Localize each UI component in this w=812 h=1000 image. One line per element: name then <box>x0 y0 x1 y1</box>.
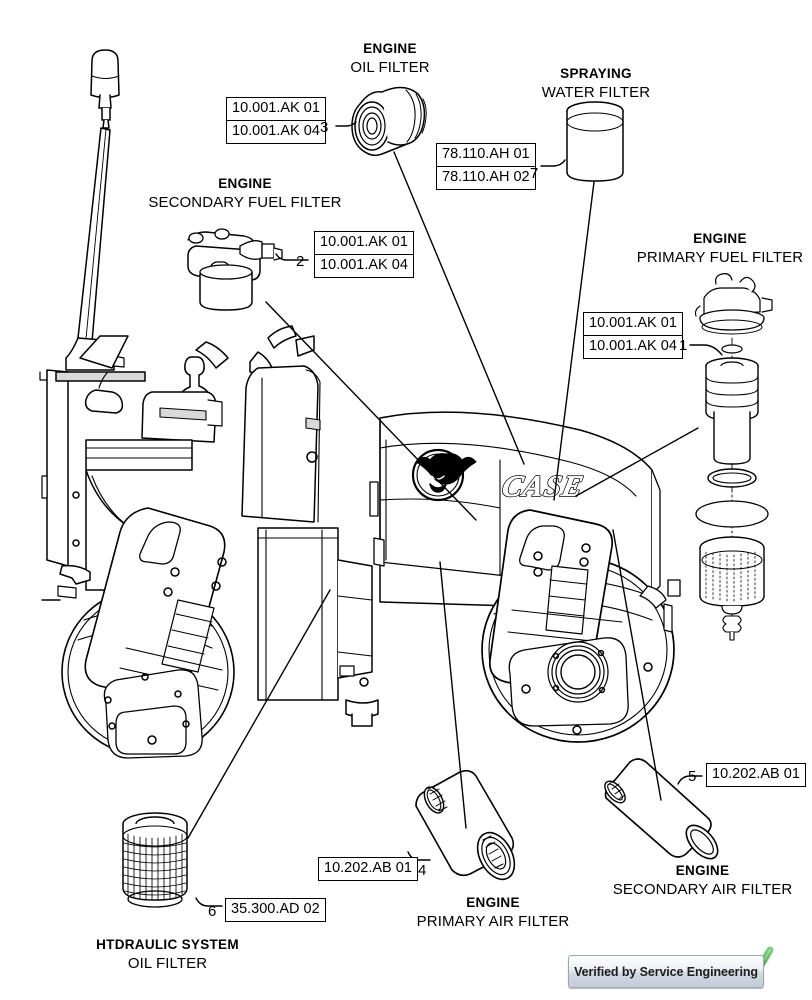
group-title-line1: HTDRAULIC SYSTEM <box>96 937 239 952</box>
item-index-6: 6 <box>208 903 217 920</box>
item-index-2: 2 <box>296 253 305 270</box>
group-title-line1: ENGINE <box>693 231 747 246</box>
item-index-4: 4 <box>418 862 427 879</box>
part-number: 78.110.AH 01 <box>437 144 535 167</box>
group-title-line1: ENGINE <box>363 41 417 56</box>
group-title-line2: SECONDARY AIR FILTER <box>612 880 793 898</box>
part-number: 10.202.AB 01 <box>707 764 805 787</box>
case-eagle-emblem <box>411 448 477 502</box>
group-title-hydraulic-oil-filter: HTDRAULIC SYSTEM OIL FILTER <box>50 936 285 974</box>
svg-text:CASE: CASE <box>499 469 587 503</box>
group-title-water-filter: SPRAYING WATER FILTER <box>510 65 682 103</box>
group-title-line2: OIL FILTER <box>127 954 208 972</box>
part-number: 10.001.AK 01 <box>227 98 325 121</box>
part-secondary-fuel-filter <box>187 228 283 311</box>
part-number-box-secondary-fuel-filter[interactable]: 10.001.AK 01 10.001.AK 04 <box>314 231 414 279</box>
part-number-box-primary-air-filter[interactable]: 10.202.AB 01 <box>318 857 418 882</box>
part-primary-air-filter <box>415 769 516 881</box>
part-primary-fuel-filter <box>694 273 773 641</box>
part-number-box-water-filter[interactable]: 78.110.AH 01 78.110.AH 02 <box>436 143 536 191</box>
group-title-secondary-fuel-filter: ENGINE SECONDARY FUEL FILTER <box>145 175 345 213</box>
part-oil-filter <box>351 86 427 157</box>
beacon-mast <box>65 127 125 371</box>
svg-text:CASE: CASE <box>499 469 587 503</box>
part-secondary-air-filter <box>604 758 719 860</box>
part-number-box-primary-fuel-filter[interactable]: 10.001.AK 01 10.001.AK 04 <box>583 312 683 360</box>
group-title-line1: ENGINE <box>218 176 272 191</box>
beacon-light-assembly <box>90 49 120 129</box>
group-title-line1: SPRAYING <box>560 66 632 81</box>
group-title-line2: PRIMARY AIR FILTER <box>416 912 570 930</box>
group-title-line2: SECONDARY FUEL FILTER <box>148 193 342 211</box>
case-wordmark: CASE CASE <box>498 468 588 504</box>
verified-badge: Verified by Service Engineering <box>568 955 764 988</box>
item-index-3: 3 <box>320 119 329 136</box>
front-drum <box>61 507 235 759</box>
part-number: 78.110.AH 02 <box>437 166 535 190</box>
part-water-filter <box>566 101 624 182</box>
group-title-line1: ENGINE <box>675 863 730 878</box>
part-number: 35.300.AD 02 <box>226 899 325 922</box>
part-number: 10.001.AK 04 <box>584 335 682 359</box>
item-index-1: 1 <box>679 337 688 354</box>
part-number: 10.001.AK 04 <box>315 254 413 278</box>
part-number-box-oil-filter[interactable]: 10.001.AK 01 10.001.AK 04 <box>226 97 326 145</box>
chassis-mid-body <box>257 527 379 727</box>
part-number: 10.001.AK 01 <box>584 313 682 336</box>
group-title-primary-air-filter: ENGINE PRIMARY AIR FILTER <box>382 894 604 932</box>
group-title-line2: PRIMARY FUEL FILTER <box>636 248 804 266</box>
part-number: 10.001.AK 04 <box>227 120 325 144</box>
group-title-line1: ENGINE <box>466 895 520 910</box>
group-title-primary-fuel-filter: ENGINE PRIMARY FUEL FILTER <box>630 230 810 268</box>
group-title-secondary-air-filter: ENGINE SECONDARY AIR FILTER <box>590 862 812 900</box>
item-index-5: 5 <box>688 768 697 785</box>
part-number-box-secondary-air-filter[interactable]: 10.202.AB 01 <box>706 763 806 788</box>
leader-lines <box>187 121 723 907</box>
part-number: 10.001.AK 01 <box>315 232 413 255</box>
part-hydraulic-oil-filter <box>122 812 188 908</box>
group-title-oil-filter: ENGINE OIL FILTER <box>305 40 475 78</box>
part-number-box-hydraulic-oil-filter[interactable]: 35.300.AD 02 <box>225 898 326 923</box>
part-number: 10.202.AB 01 <box>319 858 417 881</box>
group-title-line2: WATER FILTER <box>541 83 651 101</box>
item-index-7: 7 <box>530 165 539 182</box>
group-title-line2: OIL FILTER <box>350 58 430 76</box>
verified-badge-label: Verified by Service Engineering <box>574 964 758 979</box>
